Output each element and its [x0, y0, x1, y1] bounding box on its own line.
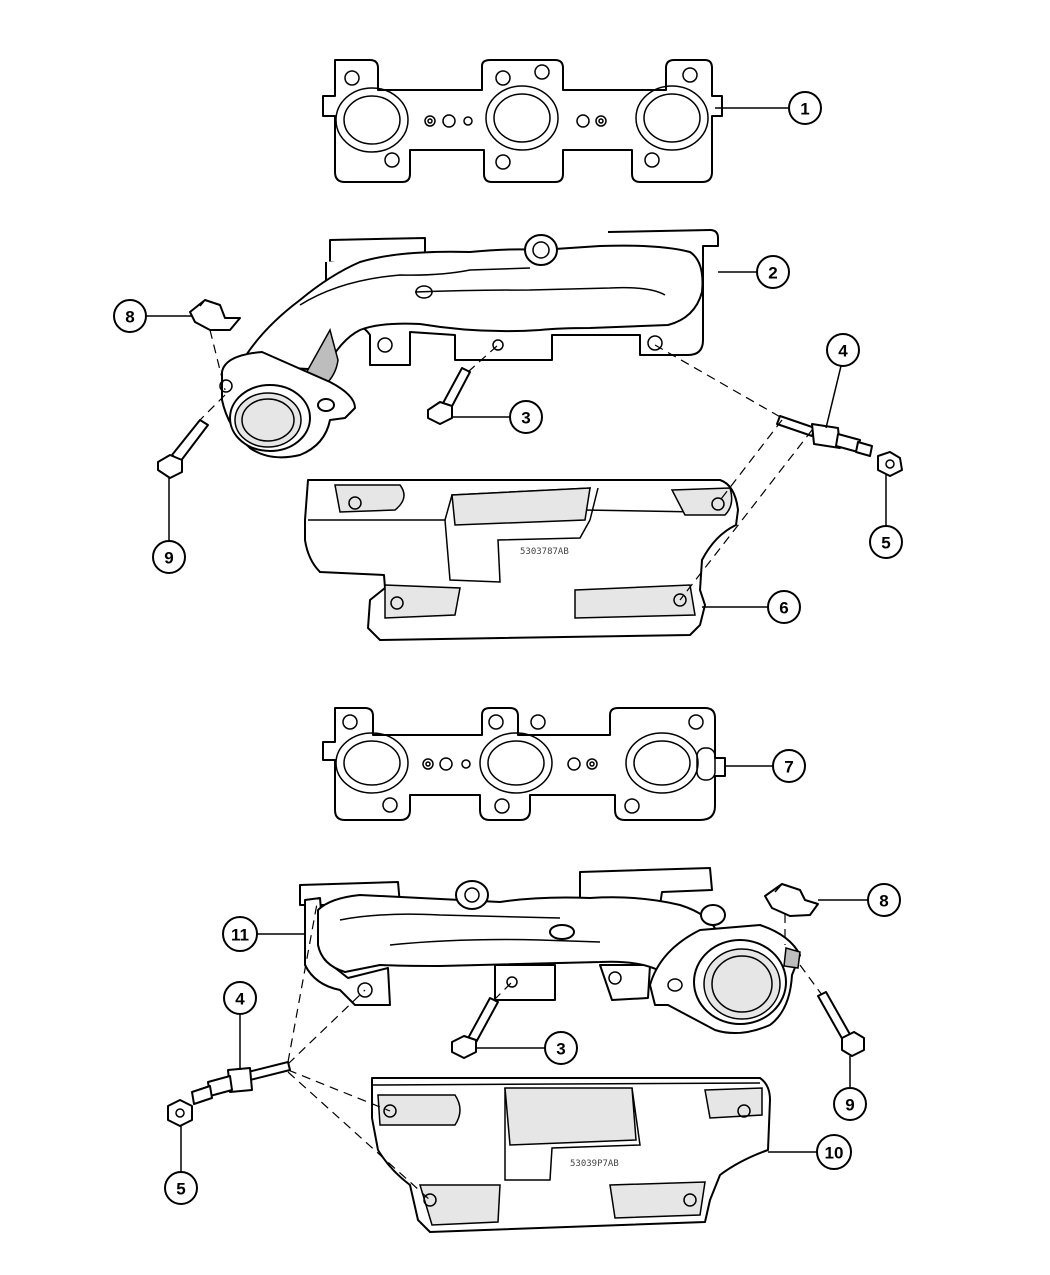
upper-heat-shield: 5303787AB [304, 479, 739, 641]
callout-4-lower-label: 4 [235, 990, 245, 1009]
callout-3-upper-label: 3 [521, 409, 530, 428]
lower-manifold-nut [764, 883, 819, 917]
upper-manifold-gasket [322, 59, 723, 183]
lower-flange-bolt [817, 991, 865, 1057]
upper-manifold-nut [189, 299, 241, 331]
callout-5-upper: 5 [869, 525, 903, 559]
callout-8-lower: 8 [867, 883, 901, 917]
lower-exhaust-manifold [299, 867, 801, 1035]
callout-7-label: 7 [784, 758, 793, 777]
lower-shield-stamp: 53039P7AB [570, 1159, 619, 1169]
lower-manifold-gasket [322, 707, 726, 821]
callout-3-lower: 3 [544, 1031, 578, 1065]
upper-assembly-lines [199, 329, 813, 601]
callout-4-upper: 4 [826, 333, 860, 367]
callout-9-upper: 9 [152, 540, 186, 574]
lower-manifold-bolt [451, 997, 499, 1059]
lower-manifold-stud [191, 1061, 291, 1105]
callout-1: 1 [788, 91, 822, 125]
callout-6-label: 6 [779, 599, 788, 618]
lower-stud-nut [167, 1099, 193, 1127]
callout-4-lower: 4 [223, 981, 257, 1015]
upper-exhaust-manifold [219, 229, 719, 459]
callout-9-lower-label: 9 [845, 1096, 854, 1115]
callout-3-lower-label: 3 [556, 1040, 565, 1059]
callout-8-upper: 8 [113, 299, 147, 333]
callout-4-upper-label: 4 [838, 342, 848, 361]
callout-8-upper-label: 8 [125, 308, 134, 327]
callout-8-lower-label: 8 [879, 892, 888, 911]
callout-5-upper-label: 5 [881, 534, 890, 553]
upper-shield-stamp: 5303787AB [520, 547, 569, 557]
callout-10-label: 10 [825, 1144, 844, 1163]
callout-leaders [146, 107, 887, 1172]
lower-heat-shield: 53039P7AB [371, 1077, 771, 1233]
callout-9-upper-label: 9 [164, 549, 173, 568]
callout-5-lower-label: 5 [176, 1180, 185, 1199]
callout-3-upper: 3 [509, 400, 543, 434]
callout-6: 6 [767, 590, 801, 624]
callout-10: 10 [816, 1134, 852, 1170]
callout-2-label: 2 [768, 264, 777, 283]
upper-stud-nut [877, 451, 903, 477]
callout-7: 7 [772, 749, 806, 783]
callout-11-label: 11 [231, 926, 249, 945]
lower-assembly-lines [287, 897, 823, 1201]
callout-5-lower: 5 [164, 1171, 198, 1205]
upper-manifold-stud [776, 415, 873, 457]
callout-2: 2 [756, 255, 790, 289]
callout-1-label: 1 [800, 100, 809, 119]
upper-manifold-bolt [427, 367, 471, 425]
callout-11: 11 [222, 916, 258, 952]
callout-9-lower: 9 [833, 1087, 867, 1121]
upper-flange-bolt [157, 419, 209, 479]
